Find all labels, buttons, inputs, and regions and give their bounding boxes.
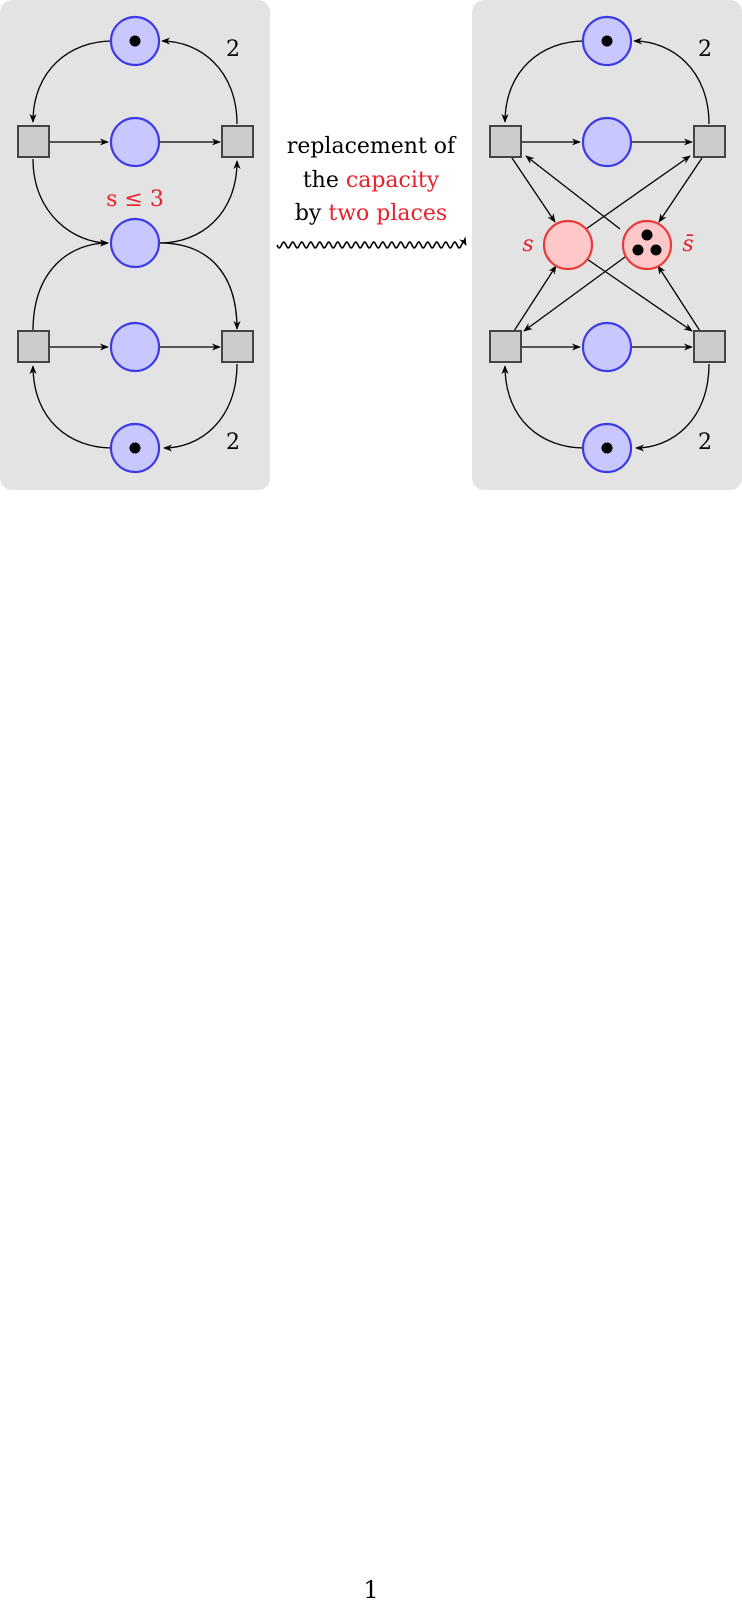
transition-left-top <box>489 125 522 158</box>
token <box>650 244 662 256</box>
token <box>129 442 141 454</box>
transition-right-top <box>221 125 254 158</box>
transition-left-bottom <box>489 330 522 363</box>
arc-bottom-place-to-left-bottom-transition <box>29 365 113 449</box>
caption-line-2: the capacity <box>303 168 440 193</box>
place-sbar-label: s̄ <box>682 232 693 257</box>
place-s-label: s <box>522 232 533 257</box>
arc-weight-bottom: 2 <box>698 430 712 455</box>
place-b <box>109 321 161 373</box>
arc-s-to-right-top-transition <box>585 155 691 230</box>
left-net: 2 2 s ≤ 3 <box>0 0 270 490</box>
transition-right-bottom <box>221 330 254 363</box>
arc-left-transition-to-place-s <box>32 158 109 247</box>
token <box>601 35 613 47</box>
arc-bottom-place-to-left-bottom-transition <box>501 365 585 449</box>
page-number: 1 <box>363 1576 379 1604</box>
arc-top-place-to-left-transition <box>501 40 585 123</box>
arc-left-bottom-transition-to-place-s <box>32 239 109 332</box>
transition-left-bottom <box>17 330 50 363</box>
squiggle-arrow <box>276 236 467 249</box>
caption-line-3-plain: by <box>295 201 322 226</box>
place-a <box>109 116 161 168</box>
arc-left-top-transition-to-s <box>511 157 556 223</box>
place-a <box>581 116 633 168</box>
arc-top-place-to-left-transition <box>29 40 113 123</box>
arc-weight-bottom: 2 <box>226 430 240 455</box>
arc-right-bottom-transition-to-sbar <box>657 265 701 332</box>
transition-left-top <box>17 125 50 158</box>
place-b <box>581 321 633 373</box>
arc-place-s-to-right-bottom-transition <box>159 242 241 330</box>
arc-right-bottom-transition-to-bottom-place <box>635 363 710 452</box>
arc-right-transition-to-top-place <box>633 37 710 125</box>
caption-line-1: replacement of <box>287 134 457 159</box>
capacity-label: s ≤ 3 <box>106 187 164 212</box>
transition-right-bottom <box>693 330 726 363</box>
arc-right-top-transition-to-sbar <box>658 157 703 223</box>
arc-left-bottom-transition-to-s <box>513 265 557 332</box>
token <box>641 229 653 241</box>
arc-place-s-to-right-transition <box>159 160 241 244</box>
arc-right-bottom-transition-to-bottom-place <box>163 363 238 452</box>
arc-weight-top: 2 <box>698 37 712 62</box>
token <box>129 35 141 47</box>
token <box>632 244 644 256</box>
replacement-caption: replacement of the capacity by two place… <box>276 134 467 249</box>
place-s <box>109 217 161 269</box>
token <box>601 442 613 454</box>
caption-line-3-red: two places <box>328 201 447 226</box>
transition-right-top <box>693 125 726 158</box>
arc-sbar-to-left-bottom-transition <box>523 256 626 332</box>
arc-s-to-right-bottom-transition <box>583 256 693 332</box>
right-panel <box>472 0 742 490</box>
arc-right-transition-to-top-place <box>161 37 238 125</box>
right-net: 2 2 s s̄ <box>472 0 742 490</box>
place-sbar <box>621 219 673 271</box>
caption-line-2-plain: the <box>303 168 339 193</box>
place-s <box>542 219 594 271</box>
caption-line-3: by two places <box>295 201 447 226</box>
caption-line-2-red: capacity <box>346 168 440 193</box>
arc-weight-top: 2 <box>226 37 240 62</box>
